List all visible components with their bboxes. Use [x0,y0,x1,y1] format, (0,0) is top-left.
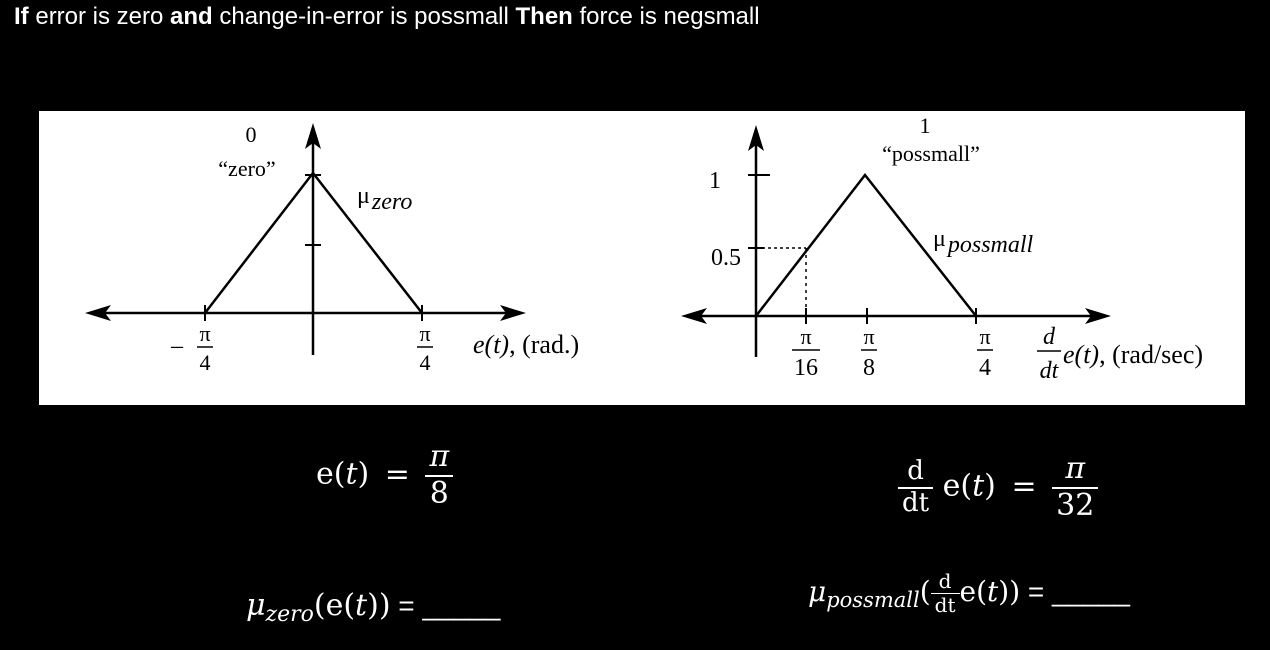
possmall-peak-value: 1 [920,113,931,138]
possmall-tick-c-num: π [979,324,990,349]
derivative-operator-den: dt [902,487,930,518]
possmall-axis-title: e(t), (rad/sec) [1063,340,1203,369]
q-possmall-d-den: dt [934,593,956,617]
derivative-lhs: e(t) [943,469,996,504]
q-zero-subscript: zero [265,602,314,627]
q-possmall-mu: μ [808,575,827,608]
rule-then-keyword: Then [515,3,573,30]
derivative-equals: = [1011,468,1037,504]
zero-mu-label: μzero [357,183,412,215]
derivative-fraction-den: 32 [1056,487,1095,523]
q-possmall-answer-blank[interactable]: = _____ [1020,576,1130,607]
zero-membership-question: μzero(e(t)) = _____ [246,588,501,627]
rule-antecedent-2: change-in-error is possmall [212,3,516,30]
rule-and-keyword: and [170,3,213,30]
q-possmall-arg-t: t [987,575,999,608]
zero-membership-triangle [204,170,423,314]
zero-tick-left-den: 4 [200,350,211,375]
rule-antecedent-1: error is zero [28,3,171,30]
zero-tick-right-num: π [419,321,430,346]
possmall-y-tick-1-label: 1 [709,168,721,194]
zero-axis-unit: , (rad.) [509,330,579,359]
q-zero-mu: μ [246,588,266,623]
rule-statement: If error is zero and change-in-error is … [14,2,760,32]
derivative-lhs-e: e( [942,468,973,504]
possmall-tick-b-num: π [863,324,874,349]
possmall-tick-c-den: 4 [979,355,991,381]
zero-tick-left-num: π [199,321,210,346]
error-fraction-den: 8 [429,475,449,511]
derivative-fraction-num: π [1052,451,1099,489]
membership-functions-svg: 0 “zero” μzero – π 4 π 4 e(t), (rad.) 1 … [85,113,1203,384]
membership-functions-figure: 0 “zero” μzero – π 4 π 4 e(t), (rad.) 1 … [39,111,1245,405]
zero-set-name: “zero” [218,156,275,181]
zero-axis-label: e(t) [473,330,509,359]
possmall-membership-triangle [755,172,977,317]
zero-mu-symbol: μ [357,183,370,209]
possmall-y-tick-05-label: 0.5 [711,245,741,271]
q-zero-arg-open: (e( [313,588,356,623]
zero-x-axis-left-arrow [85,305,111,321]
possmall-axis-unit: , (rad/sec) [1099,340,1203,369]
possmall-x-axis-right-arrow [1085,308,1111,324]
error-equals: = [384,456,410,492]
possmall-mu-subscript: possmall [946,232,1034,258]
zero-neg-sign: – [170,333,184,359]
error-lhs-close: ) [357,456,370,492]
possmall-mu-symbol: μ [933,226,946,252]
q-zero-arg-close: )) [367,588,391,623]
possmall-set-name: “possmall” [882,141,980,166]
error-lhs: e(t) [316,457,369,492]
error-fraction-num: π [425,439,454,477]
zero-peak-value: 0 [246,122,257,147]
possmall-membership-plot [681,125,1111,357]
zero-labels: 0 “zero” μzero – π 4 π 4 e(t), (rad.) [170,122,579,375]
possmall-tick-a-den: 16 [794,355,818,381]
q-possmall-d-num: d [930,570,960,594]
zero-y-axis-arrow [305,123,321,149]
q-possmall-subscript: possmall [826,588,920,612]
q-possmall-paren-open: ( [919,575,931,608]
derivative-lhs-close: ) [984,468,996,504]
zero-mu-subscript: zero [371,189,412,215]
possmall-tick-b-den: 8 [863,355,875,381]
possmall-labels: 1 “possmall” μpossmall 1 0.5 π 16 π 8 π … [709,113,1203,384]
zero-x-axis-right-arrow [500,305,526,321]
possmall-axis-d-num: d [1043,324,1056,350]
rule-if-keyword: If [14,3,29,30]
possmall-y-axis-arrow [748,125,764,151]
possmall-x-axis-left-arrow [681,308,707,324]
possmall-tick-a-num: π [800,324,811,349]
zero-tick-right-den: 4 [420,350,431,375]
q-zero-arg-t: t [355,588,368,623]
possmall-axis-d-den: dt [1040,358,1060,384]
error-lhs-t: t [345,456,358,492]
q-possmall-arg-close: )) [998,575,1021,608]
possmall-mu-label: μpossmall [933,226,1034,258]
q-possmall-arg-e: e( [959,575,988,608]
derivative-lhs-t: t [972,468,985,504]
error-lhs-e: e( [316,456,346,492]
q-zero-answer-blank[interactable]: = _____ [390,590,501,621]
zero-membership-plot [85,123,526,355]
possmall-axis-label: e(t) [1063,340,1099,369]
rule-consequent: force is negsmall [572,3,760,30]
zero-axis-title: e(t), (rad.) [473,330,579,359]
derivative-operator-num: d [898,456,934,489]
